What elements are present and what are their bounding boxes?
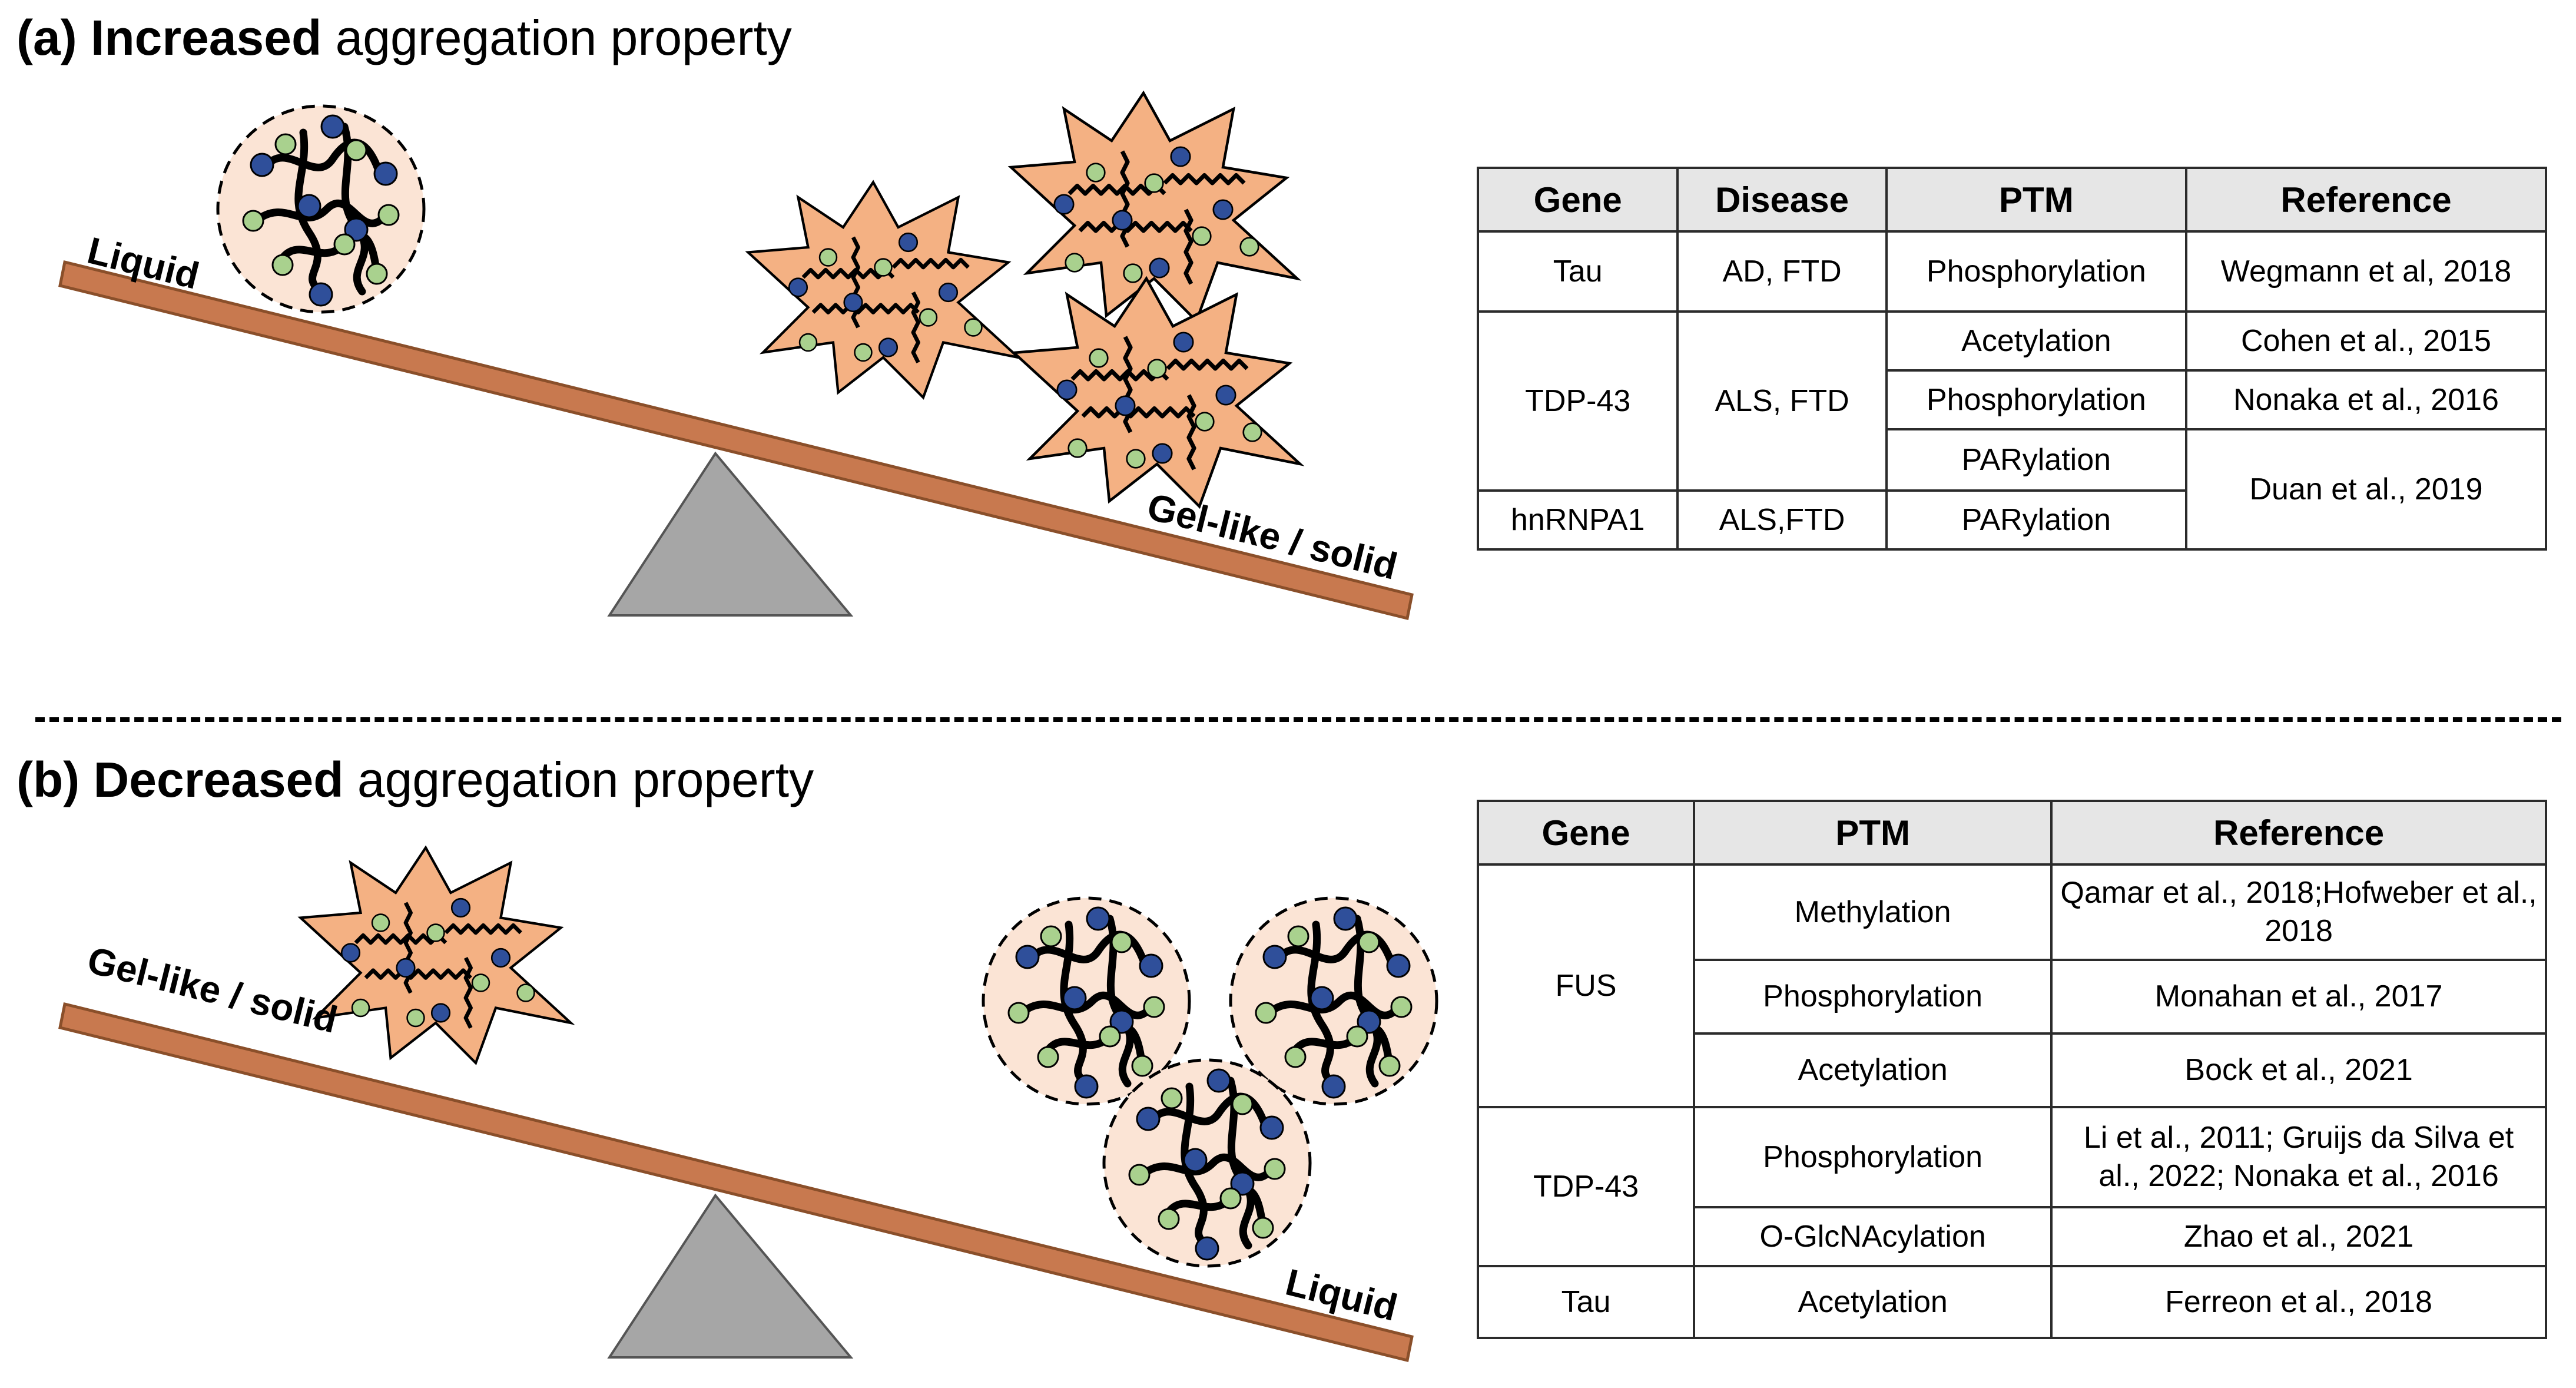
column-header: PTM [1885,167,2187,233]
disease-cell: AD, FTD [1676,230,1888,313]
gel-aggregate-icon [301,848,571,1064]
ptm-cell: Methylation [1693,863,2053,961]
ptm-cell: Phosphorylation [1885,230,2187,313]
column-header: Gene [1476,800,1696,866]
panel-b-label: (b) [16,752,80,807]
disease-cell: ALS, FTD [1676,310,1888,492]
ptm-cell: Acetylation [1693,1032,2053,1108]
section-divider [35,717,2561,722]
liquid-droplet-icon [1231,898,1437,1104]
column-header: Reference [2184,167,2548,233]
ptm-cell: O-GlcNAcylation [1693,1206,2053,1267]
disease-cell: ALS,FTD [1676,489,1888,551]
panel-a-table: Gene Disease PTM Reference Tau AD, FTD P… [1476,167,2548,551]
ptm-cell: Phosphorylation [1693,959,2053,1035]
gene-cell: TDP-43 [1476,310,1679,492]
gene-cell: FUS [1476,863,1696,1108]
liquid-droplet-icon [1104,1060,1310,1266]
reference-cell: Monahan et al., 2017 [2050,959,2547,1035]
gene-cell: hnRNPA1 [1476,489,1679,551]
panel-b-table: Gene PTM Reference FUS Methylation Qamar… [1476,800,2547,1339]
panel-b-bold: Decreased [93,752,344,807]
gel-aggregate-icon [1011,93,1297,321]
ptm-cell: Acetylation [1885,310,2187,372]
panel-a-label: (a) [16,10,77,65]
reference-cell: Cohen et al., 2015 [2184,310,2548,372]
ptm-cell: Acetylation [1693,1265,2053,1339]
gene-cell: Tau [1476,230,1679,313]
seesaw-beam [58,1002,1414,1363]
reference-cell: Qamar et al., 2018;Hofweber et al., 2018 [2050,863,2547,961]
gene-cell: Tau [1476,1265,1696,1339]
ptm-cell: PARylation [1885,489,2187,551]
fulcrum-icon [607,451,854,617]
panel-a-seesaw-scene: Liquid Gel-like / solid [58,0,1414,621]
panel-a-bold: Increased [91,10,322,65]
reference-cell: Li et al., 2011; Gruijs da Silva et al.,… [2050,1106,2547,1208]
column-header: Gene [1476,167,1679,233]
reference-cell: Wegmann et al, 2018 [2184,230,2548,313]
reference-cell: Nonaka et al., 2016 [2184,369,2548,430]
seesaw-beam [58,260,1414,621]
panel-b-title: (b) Decreased aggregation property [16,755,814,804]
panel-b-seesaw-scene: Gel-like / solid Liquid [58,742,1443,1363]
column-header: Disease [1676,167,1888,233]
liquid-droplet-icon [218,106,424,312]
gel-aggregate-icon [1014,279,1300,506]
panel-a-title: (a) Increased aggregation property [16,13,792,62]
gene-cell: TDP-43 [1476,1106,1696,1267]
column-header: Reference [2050,800,2547,866]
gel-aggregate-icon [748,183,1019,398]
panel-b-rest: aggregation property [357,752,814,807]
fulcrum-icon [607,1193,854,1359]
ptm-cell: PARylation [1885,428,2187,492]
reference-cell: Bock et al., 2021 [2050,1032,2547,1108]
reference-cell: Zhao et al., 2021 [2050,1206,2547,1267]
panel-a-rest: aggregation property [335,10,792,65]
column-header: PTM [1693,800,2053,866]
ptm-cell: Phosphorylation [1885,369,2187,430]
ptm-cell: Phosphorylation [1693,1106,2053,1208]
reference-cell: Duan et al., 2019 [2184,428,2548,551]
reference-cell: Ferreon et al., 2018 [2050,1265,2547,1339]
